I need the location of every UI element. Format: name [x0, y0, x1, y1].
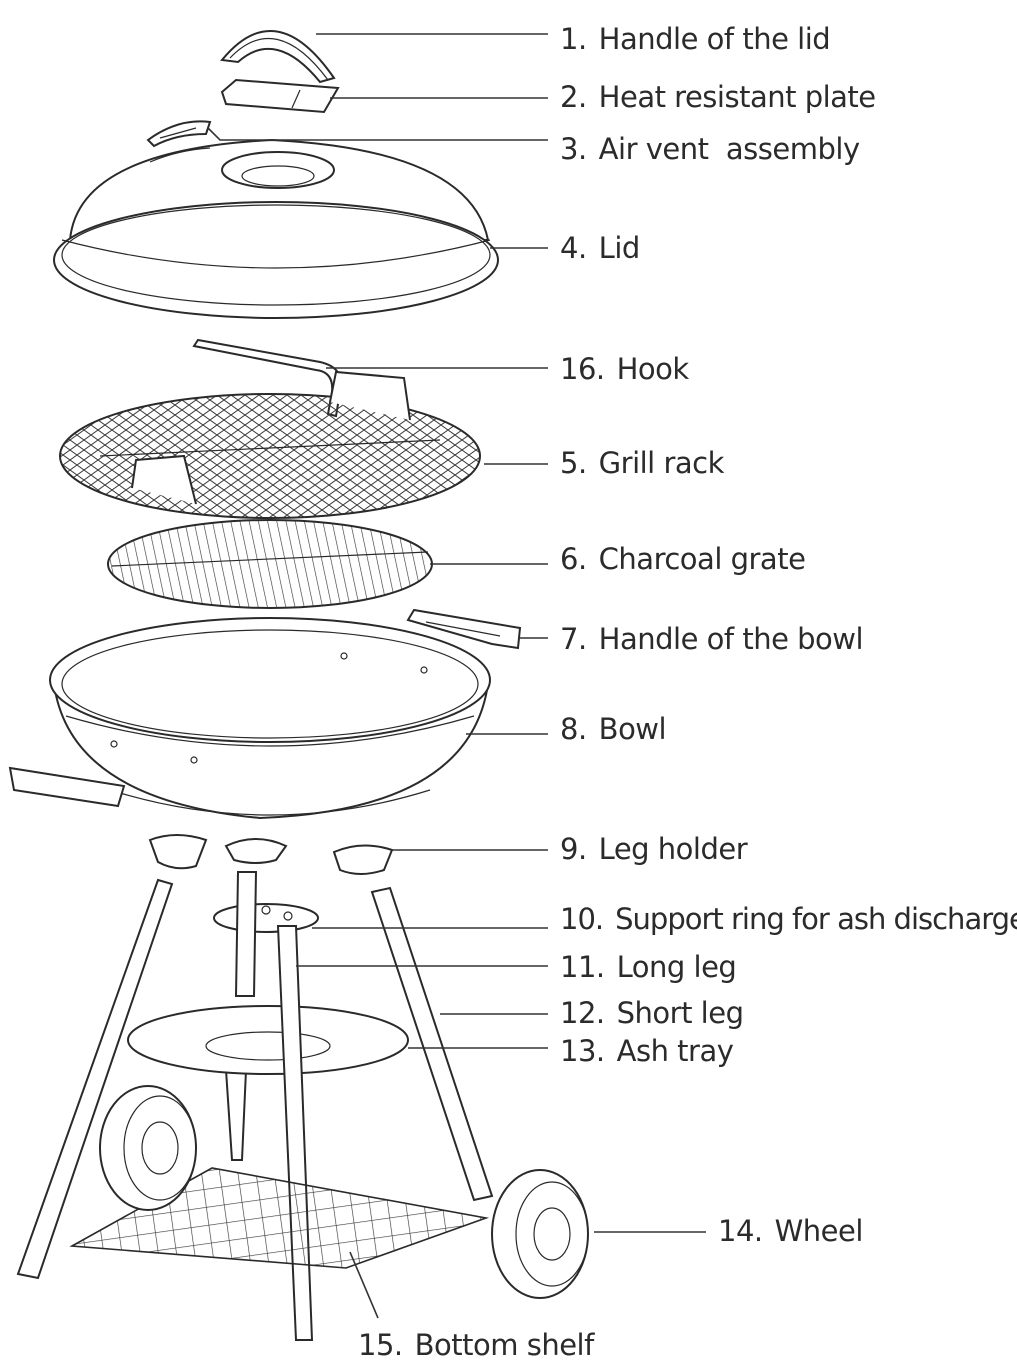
bowl-part	[8, 617, 491, 820]
label-air-vent-assembly: 3. Air vent assembly	[560, 132, 860, 166]
bowl-handle-right-part	[406, 608, 522, 650]
label-text: Leg holder	[598, 832, 748, 866]
label-text: Charcoal grate	[598, 542, 806, 576]
heat-plate-part	[220, 78, 340, 114]
label-bottom-shelf: 15. Bottom shelf	[358, 1328, 594, 1362]
wheels-part	[99, 1085, 589, 1299]
label-text: Support ring for ash discharge	[615, 902, 1017, 936]
label-number: 2.	[560, 80, 587, 114]
label-number: 1.	[560, 22, 587, 56]
label-short-leg: 12. Short leg	[560, 996, 744, 1030]
label-number: 7.	[560, 622, 587, 656]
label-ash-tray: 13. Ash tray	[560, 1034, 734, 1068]
grill-rack-part	[59, 370, 481, 519]
label-text: Short leg	[616, 996, 744, 1030]
ash-tray-part	[127, 1005, 409, 1075]
label-number: 10.	[560, 902, 604, 936]
label-leg-holder: 9. Leg holder	[560, 832, 748, 866]
label-number: 15.	[358, 1328, 403, 1362]
label-bowl: 8. Bowl	[560, 712, 667, 746]
label-text: Handle of the lid	[598, 22, 831, 56]
label-text: Heat resistant plate	[598, 80, 876, 114]
label-text: Grill rack	[598, 446, 725, 480]
label-number: 8.	[560, 712, 587, 746]
label-number: 6.	[560, 542, 587, 576]
label-support-ring-for-ash-discharge: 10. Support ring for ash discharge	[560, 902, 1017, 936]
label-text: Long leg	[616, 950, 737, 984]
label-number: 3.	[560, 132, 587, 166]
label-number: 5.	[560, 446, 587, 480]
label-number: 13.	[560, 1034, 605, 1068]
label-lid: 4. Lid	[560, 231, 640, 265]
label-number: 11.	[560, 950, 605, 984]
label-number: 14.	[718, 1214, 763, 1248]
label-heat-resistant-plate: 2. Heat resistant plate	[560, 80, 876, 114]
label-wheel: 14. Wheel	[718, 1214, 863, 1248]
label-text: Hook	[616, 352, 690, 386]
leg-holders-part	[148, 834, 394, 875]
center-short-leg-part	[224, 871, 258, 1161]
label-text: Air vent assembly	[598, 132, 860, 166]
leader-lines	[207, 33, 706, 1319]
label-text: Wheel	[774, 1214, 864, 1248]
label-hook: 16. Hook	[560, 352, 689, 386]
label-text: Bottom shelf	[414, 1328, 595, 1362]
label-number: 4.	[560, 231, 587, 265]
label-number: 9.	[560, 832, 587, 866]
label-charcoal-grate: 6. Charcoal grate	[560, 542, 806, 576]
label-text: Bowl	[598, 712, 667, 746]
air-vent-part	[146, 120, 212, 148]
label-text: Ash tray	[616, 1034, 734, 1068]
label-grill-rack: 5. Grill rack	[560, 446, 724, 480]
label-text: Handle of the bowl	[598, 622, 864, 656]
charcoal-grate-part	[107, 519, 433, 609]
label-handle-of-the-bowl: 7. Handle of the bowl	[560, 622, 864, 656]
label-number: 12.	[560, 996, 605, 1030]
label-number: 16.	[560, 352, 605, 386]
label-handle-of-the-lid: 1. Handle of the lid	[560, 22, 831, 56]
support-ring-part	[213, 903, 319, 933]
label-text: Lid	[598, 231, 641, 265]
lid-part	[53, 138, 499, 319]
label-long-leg: 11. Long leg	[560, 950, 737, 984]
lid-handle-part	[220, 30, 336, 84]
